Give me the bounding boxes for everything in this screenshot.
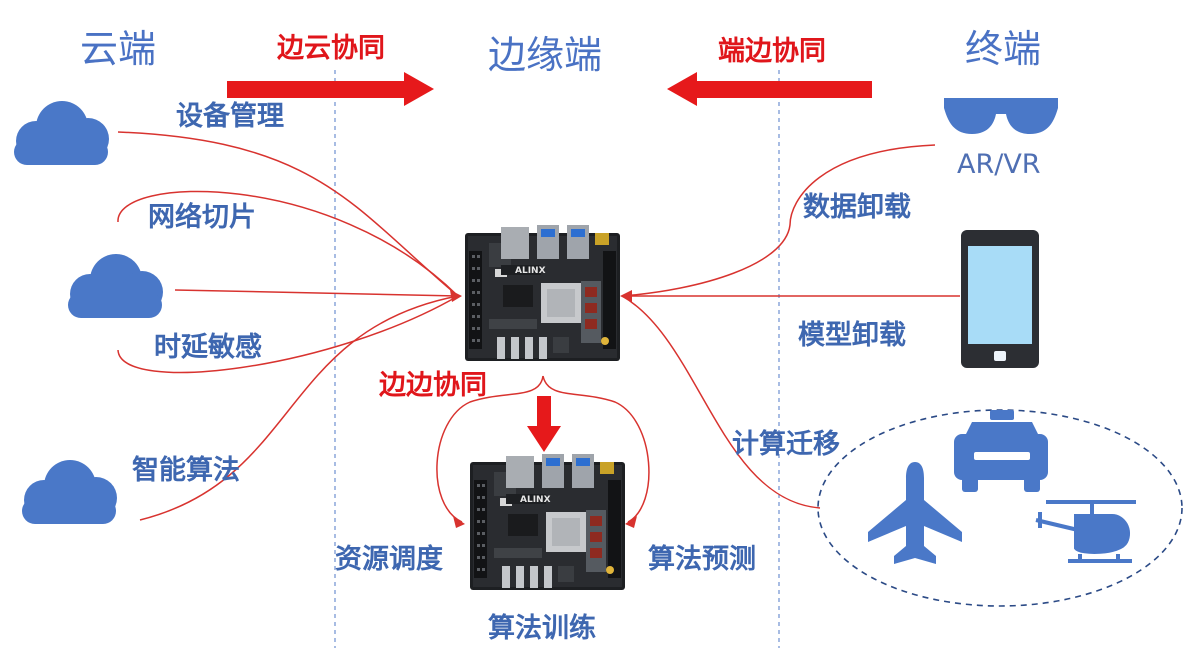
arrow-edge-edge	[527, 396, 561, 452]
arrowhead-right-board	[625, 516, 637, 528]
column-title-edge: 边缘端	[488, 33, 603, 77]
label-algo-prediction: 算法预测	[648, 544, 756, 575]
airplane-icon	[868, 462, 962, 564]
dev-board-icon: ALINX	[465, 225, 620, 361]
label-device-mgmt: 设备管理	[176, 101, 284, 132]
label-latency-sensitive: 时延敏感	[154, 332, 262, 363]
label-resource-scheduling: 资源调度	[335, 544, 443, 575]
label-edge-edge-collab: 边边协同	[379, 370, 487, 401]
helicopter-icon	[1035, 500, 1136, 563]
arrowhead-terminal	[620, 290, 632, 302]
label-network-slicing: 网络切片	[148, 202, 256, 233]
column-title-cloud: 云端	[80, 27, 157, 71]
label-edge-cloud-collab: 边云协同	[277, 33, 385, 64]
label-arvr: AR/VR	[957, 149, 1041, 180]
label-model-offload: 模型卸载	[798, 320, 906, 351]
curve-resource-scheduling	[436, 375, 544, 523]
arrowhead-cloud	[450, 290, 462, 302]
vr-glasses-icon	[944, 98, 1058, 134]
cloud-icon	[68, 254, 163, 318]
label-compute-migration: 计算迁移	[732, 429, 840, 460]
label-algo-training: 算法训练	[488, 613, 596, 644]
curve-device-mgmt	[117, 131, 459, 297]
smartphone-icon	[961, 230, 1039, 368]
cloud-icon	[22, 460, 117, 524]
board-brand: ALINX	[520, 495, 551, 505]
arrow-edge-cloud	[227, 72, 434, 106]
cloud-icon	[14, 101, 109, 165]
curve-compute-migration	[621, 295, 821, 509]
curve-smart-algo	[139, 295, 459, 521]
curve-algo-prediction	[542, 375, 650, 523]
label-smart-algo: 智能算法	[132, 455, 240, 486]
dev-board-icon: ALINX	[470, 454, 625, 590]
label-data-offload: 数据卸载	[803, 192, 911, 223]
board-brand: ALINX	[515, 266, 546, 276]
column-title-terminal: 终端	[965, 27, 1042, 71]
curve-network-slicing	[117, 190, 459, 297]
arrowhead-left-board	[453, 516, 465, 528]
curve-arvr	[621, 144, 936, 297]
arrow-terminal-edge	[667, 72, 872, 106]
curve-cloud2	[174, 289, 459, 297]
curve-latency	[117, 295, 459, 374]
label-terminal-edge-collab: 端边协同	[718, 36, 826, 67]
car-icon	[954, 410, 1048, 492]
